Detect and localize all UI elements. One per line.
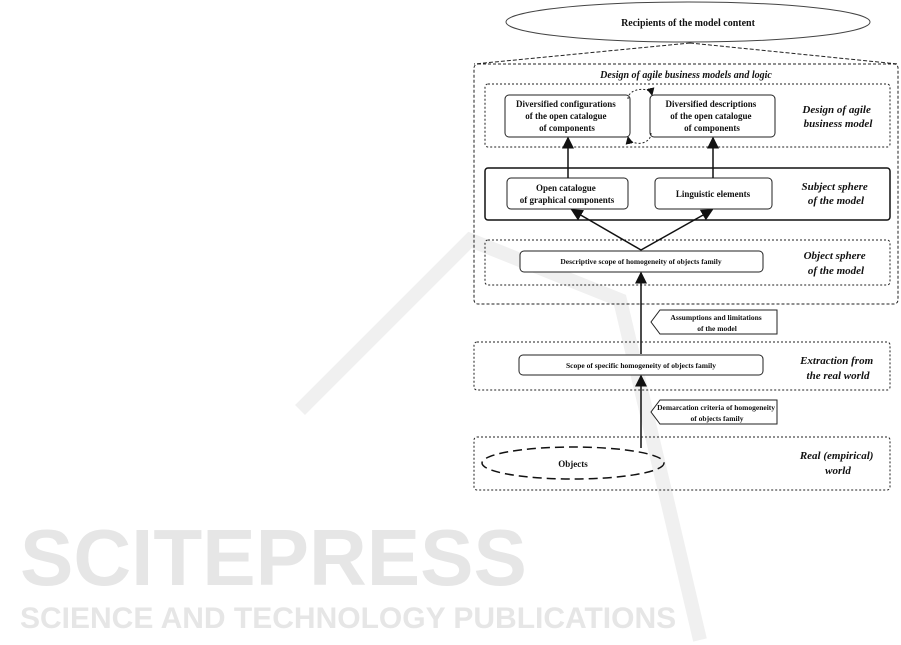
descriptive-scope-text: Descriptive scope of homogeneity of obje…: [560, 257, 721, 266]
recipients-label: Recipients of the model content: [621, 18, 756, 29]
catalogue-text: Open catalogue of graphical components: [520, 183, 615, 205]
watermark: SCITEPRESS SCIENCE AND TECHNOLOGY PUBLIC…: [20, 231, 707, 642]
real-world-label: Real (empirical) world: [799, 450, 876, 477]
configurations-text: Diversified configurations of the open c…: [516, 99, 618, 133]
descriptions-text: Diversified descriptions of the open cat…: [666, 99, 759, 133]
objects-ellipse: [481, 446, 665, 480]
linguistic-text: Linguistic elements: [676, 189, 751, 199]
outer-title: Design of agile business models and logi…: [599, 70, 772, 81]
design-layer-box: [484, 83, 891, 148]
extraction-layer-label: Extraction from the real world: [799, 355, 876, 382]
assumptions-text: Assumptions and limitations of the model: [670, 313, 763, 333]
objects-label: Objects: [558, 459, 588, 469]
real-world-box: [473, 436, 891, 491]
specific-scope-box: [518, 354, 764, 376]
demarcation-callout: [650, 399, 778, 425]
cycle-arrow-top: [627, 87, 655, 100]
subject-layer-label: Subject sphere of the model: [801, 181, 870, 207]
cycle-arrow-bottom: [625, 132, 652, 145]
watermark-line2: SCIENCE AND TECHNOLOGY PUBLICATIONS: [20, 602, 676, 635]
extraction-layer-box: [473, 341, 891, 391]
assumptions-callout: [650, 309, 778, 335]
outer-design-box: [473, 63, 899, 305]
watermark-line1: SCITEPRESS: [20, 513, 527, 602]
design-layer-label: Design of agile business model: [801, 104, 873, 130]
demarcation-text: Demarcation criteria of homogeneity of o…: [657, 403, 777, 423]
recipients-ellipse: [505, 1, 871, 43]
specific-scope-text: Scope of specific homogeneity of objects…: [566, 361, 716, 370]
object-layer-label: Object sphere of the model: [804, 250, 869, 277]
subject-layer-box: [484, 167, 891, 221]
